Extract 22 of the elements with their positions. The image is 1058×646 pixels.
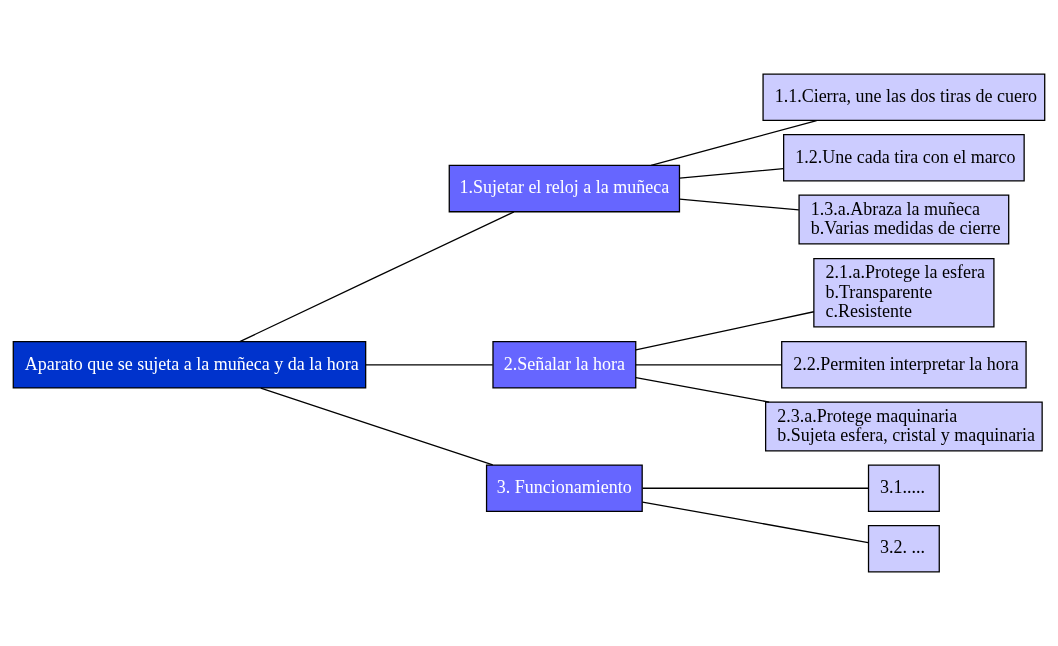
connector [260,387,494,466]
connector [679,168,785,179]
connector [679,198,800,211]
connector [635,364,783,366]
connector [635,311,815,351]
node-box: 1.2.Une cada tira con el marco [783,133,1025,182]
node-box: 1.3.a.Abraza la muñeca b.Varias medidas de cierre [798,194,1010,245]
node-box: 1.1.Cierra, une las dos tiras de cuero [762,73,1046,122]
connector [635,377,770,403]
node-box: 1.Sujetar el reloj a la muñeca [448,164,681,213]
node-box: 2.1.a.Protege la esfera b.Transparente c.Resistente [813,258,995,328]
connector [641,487,869,489]
node-box: 3.2. ... [867,524,940,573]
node-box: 2.Señalar la hora [492,341,637,389]
connector [239,211,515,343]
node-box: Aparato que se sujeta a la muñeca y da la hora [12,341,367,389]
connector [365,364,494,366]
connector [641,501,869,544]
node-box: 3. Funcionamiento [485,464,643,513]
node-box: 2.3.a.Protege maquinaria b.Sujeta esfera, cristal y maquinaria [765,401,1043,452]
node-box: 2.2.Permiten interpretar la hora [781,341,1027,389]
node-box: 3.1..... [867,464,940,513]
